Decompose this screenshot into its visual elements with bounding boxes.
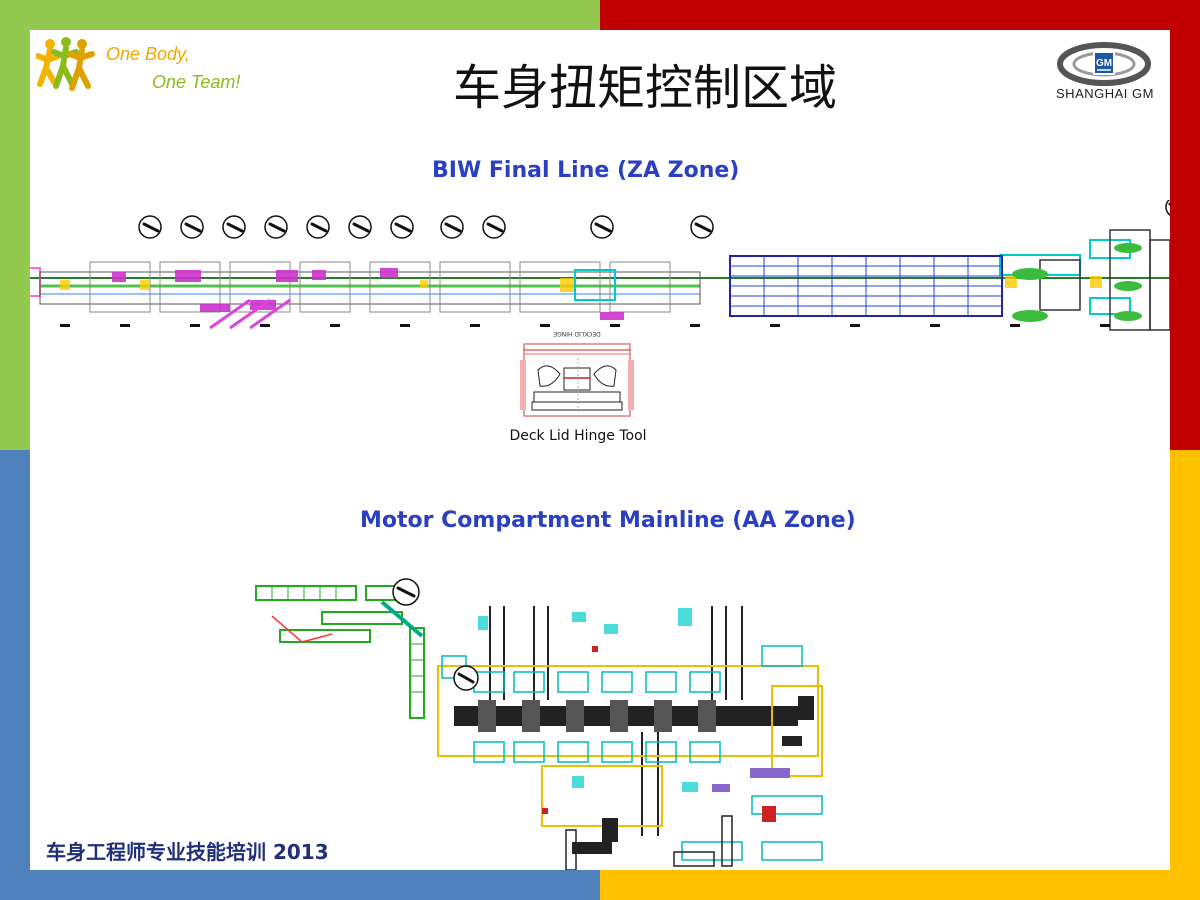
torque-gun-icon <box>392 578 479 691</box>
people-logo-icon <box>36 37 95 91</box>
deck-lid-hinge-tool-drawing: DECKLID HINGE <box>520 330 634 417</box>
hinge-tool-caption: Deck Lid Hinge Tool <box>509 428 647 444</box>
za-section-title: BIW Final Line (ZA Zone) <box>432 158 740 183</box>
hinge-drawing-header: DECKLID HINGE <box>553 330 601 337</box>
slogan-line2: One Team! <box>152 72 241 92</box>
za-line-layout <box>30 200 1170 331</box>
aa-mainline-layout <box>255 578 823 870</box>
gm-badge-text: GM <box>1096 58 1112 69</box>
brand-name: SHANGHAI GM <box>1056 86 1154 101</box>
slogan-line1: One Body, <box>106 44 190 64</box>
page-title: 车身扭矩控制区域 <box>452 60 837 116</box>
gm-logo-icon: GM <box>1057 42 1151 86</box>
aa-section-title: Motor Compartment Mainline (AA Zone) <box>360 508 856 533</box>
torque-gun-icon <box>138 200 1170 239</box>
footer-text: 车身工程师专业技能培训 2013 <box>46 840 329 864</box>
slide: One Body, One Team! 车身扭矩控制区域 GM SHANGHAI… <box>30 30 1170 870</box>
